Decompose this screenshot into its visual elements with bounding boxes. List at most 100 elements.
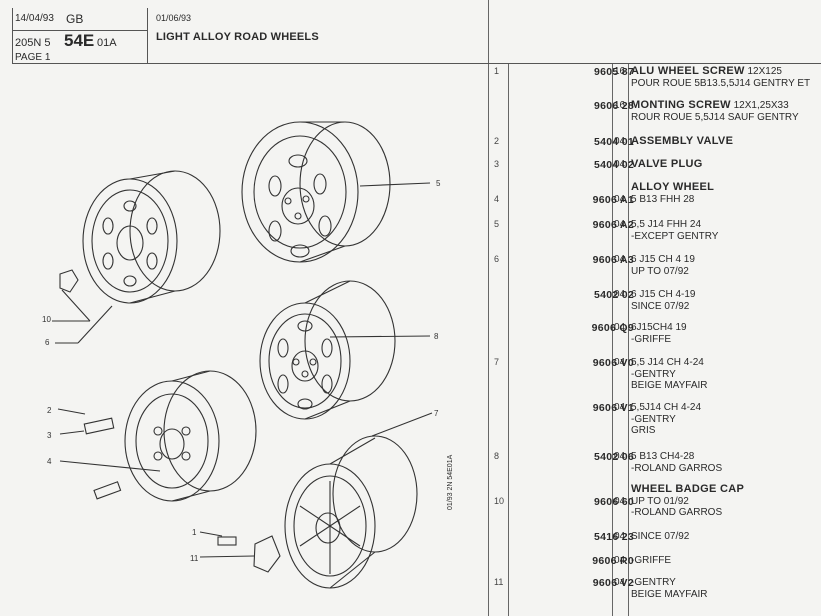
callout-11: 11 [190,554,199,563]
group-heading: WHEEL BADGE CAP [631,483,745,495]
row-index: 2 [494,136,500,146]
row-index: 6 [494,254,500,264]
qty-column-rule [612,64,613,616]
part-number: 9606 60 [593,496,634,508]
description-line: -GRIFFE [631,555,671,566]
desc-column-rule [628,64,629,616]
description-line: BEIGE MAYFAIR [631,380,708,391]
quantity: 04 [614,289,626,300]
part-number: 9606 V1 [592,402,634,414]
callout-6: 6 [45,338,50,347]
row-index: 4 [494,194,500,204]
header-left-rule [12,8,13,64]
part-number: 5402 02 [593,289,634,301]
part-number: 9606 A1 [592,194,634,206]
row-index: 8 [494,451,500,461]
part-description: VALVE PLUG [631,158,703,171]
quantity: 04 [614,194,626,205]
description-title: ASSEMBLY VALVE [631,135,734,147]
header-bottom-rule [12,63,488,64]
description-line: SINCE 07/92 [631,300,690,312]
description-line: -ROLAND GARROS [631,507,723,518]
quantity: 04 [614,555,626,566]
callout-1: 1 [192,528,197,537]
wheels-exploded-drawing: 5 8 7 10 6 2 3 4 1 11 [42,121,441,589]
table-header-rule [488,63,821,64]
wheel-b-drawing [241,121,431,263]
description-title: MONTING SCREW [631,99,731,111]
description-line: -GENTRY [631,368,676,380]
quantity: 04 [614,577,626,588]
quantity: 16 [614,100,626,111]
description-line: -GRIFFE [631,333,671,345]
description-line: 6 J15 CH 4-19 [631,289,696,300]
description-line: 5,5 J14 FHH 24 [631,219,702,230]
description-line: GRIS [631,425,656,436]
description-spec: 12X125 [744,66,782,77]
description-line: 6J15CH4 19 [631,322,687,333]
table-left-rule [488,0,489,616]
callout-7: 7 [434,409,439,418]
part-number: 9606 R0 [592,555,634,567]
part-number: 5402 06 [593,451,634,463]
part-number: 9606 A2 [592,219,634,231]
description-line: BEIGE MAYFAIR [631,588,708,600]
index-column-rule [508,64,509,616]
wheel-d-drawing [57,370,257,502]
header-date-2: 01/06/93 [156,13,192,23]
description-line: ROUR ROUE 5,5J14 SAUF GENTRY [631,111,799,123]
part-description: 5 B13 CH4-28-ROLAND GARROS [631,451,722,474]
part-number: 9605 87 [593,66,634,78]
part-number: 9606 A3 [592,254,634,266]
header-region: GB [66,12,84,26]
description-line: -GENTRY [631,577,676,588]
description-line: 5 B13 CH4-28 [631,451,695,462]
part-number: 5404 02 [593,159,634,171]
row-index: 10 [494,496,505,506]
header-date: 14/04/93 [15,13,54,24]
description-title: ALU WHEEL SCREW [631,65,745,77]
description-line: 5 B13 FHH 28 [631,193,695,205]
header-divider [147,8,148,64]
quantity: 04 [614,531,626,542]
callout-5: 5 [436,179,441,188]
part-description: ASSEMBLY VALVE [631,135,734,148]
row-index: 5 [494,219,500,229]
description-line: UP TO 07/92 [631,265,689,277]
wheel-a-drawing [52,170,221,344]
callout-2: 2 [47,406,52,415]
header-mid-rule [12,30,147,31]
part-number: 9606 28 [593,100,634,112]
description-line: UP TO 01/92 [631,495,689,507]
description-line: -ROLAND GARROS [631,462,723,474]
header-code-b: 54E [64,31,95,50]
part-description: 6J15CH4 19-GRIFFE [631,322,687,345]
header-page: PAGE 1 [15,52,51,63]
row-index: 3 [494,159,500,169]
row-index: 11 [494,577,504,587]
row-index: 7 [494,357,500,367]
description-line: 5,5J14 CH 4-24 [631,402,702,413]
callout-4: 4 [47,457,52,466]
quantity: 04 [614,219,626,230]
header-code-c: 01A [97,37,117,49]
description-spec: 12X1,25X33 [730,100,789,111]
quantity: 04 [614,496,626,507]
row-index: 1 [494,66,500,76]
quantity: 16 [614,66,626,77]
description-line: 6 J15 CH 4 19 [631,254,695,265]
wheel-e-drawing [199,412,433,589]
description-line: 5,5 J14 CH 4-24 [631,357,704,368]
part-description: 5,5 J14 FHH 24-EXCEPT GENTRY [631,219,718,242]
quantity: 04 [614,136,626,147]
wheel-c-drawing [259,280,431,420]
part-number: 9606 V0 [592,357,634,369]
part-description: SINCE 07/92 [631,531,689,543]
callout-3: 3 [47,431,52,440]
description-title: VALVE PLUG [631,158,703,170]
